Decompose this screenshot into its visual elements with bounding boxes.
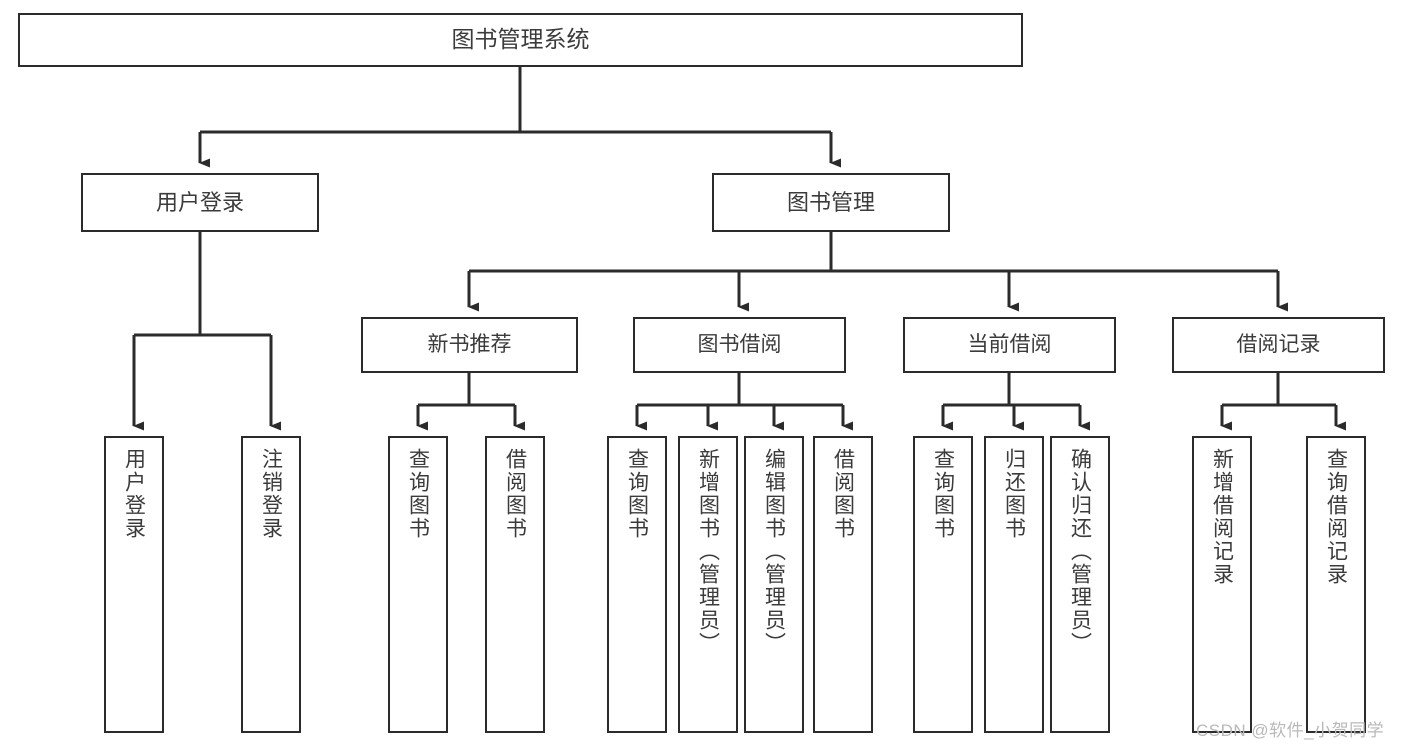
node-leaf-label: 查询借阅记录 [1324,448,1348,586]
node-user-login-label: 用户登录 [155,189,244,215]
node-book-borrow[interactable]: 图书借阅 [633,317,846,373]
node-leaf-label: 查询图书 [931,448,955,540]
node-leaf-label: 编辑图书（管理员） [762,448,786,655]
node-leaf[interactable]: 归还图书 [984,436,1044,733]
node-new-book-recommend[interactable]: 新书推荐 [361,317,578,373]
node-leaf-label: 查询图书 [406,448,430,540]
node-borrow-records-label: 借阅记录 [1236,332,1321,356]
node-leaf[interactable]: 确认归还（管理员） [1050,436,1110,733]
node-leaf[interactable]: 查询借阅记录 [1306,436,1366,733]
node-leaf-label: 新增借阅记录 [1210,448,1234,586]
node-leaf[interactable]: 查询图书 [607,436,667,733]
node-leaf[interactable]: 查询图书 [388,436,448,733]
node-new-book-recommend-label: 新书推荐 [427,332,512,356]
node-current-borrow[interactable]: 当前借阅 [903,317,1116,373]
node-leaf[interactable]: 用户登录 [104,436,164,733]
node-leaf[interactable]: 新增借阅记录 [1192,436,1252,733]
node-borrow-records[interactable]: 借阅记录 [1172,317,1385,373]
node-leaf[interactable]: 注销登录 [241,436,301,733]
node-book-management-label: 图书管理 [786,189,875,215]
node-leaf-label: 借阅图书 [831,448,855,540]
node-leaf[interactable]: 借阅图书 [813,436,873,733]
node-leaf[interactable]: 编辑图书（管理员） [744,436,804,733]
node-root-system[interactable]: 图书管理系统 [18,13,1023,67]
node-leaf[interactable]: 新增图书（管理员） [678,436,738,733]
node-leaf[interactable]: 借阅图书 [485,436,545,733]
node-leaf-label: 确认归还（管理员） [1068,448,1092,655]
node-leaf-label: 借阅图书 [503,448,527,540]
node-leaf-label: 注销登录 [259,448,283,540]
node-leaf[interactable]: 查询图书 [913,436,973,733]
node-root-system-label: 图书管理系统 [451,26,590,53]
node-leaf-label: 归还图书 [1002,448,1026,540]
node-leaf-label: 用户登录 [122,448,146,540]
node-user-login[interactable]: 用户登录 [81,173,319,232]
node-leaf-label: 新增图书（管理员） [696,448,720,655]
node-current-borrow-label: 当前借阅 [967,332,1052,356]
node-book-management[interactable]: 图书管理 [712,173,950,232]
node-leaf-label: 查询图书 [625,448,649,540]
csdn-watermark: CSDN @软件_小贺同学 [1196,721,1385,740]
node-book-borrow-label: 图书借阅 [697,332,782,356]
